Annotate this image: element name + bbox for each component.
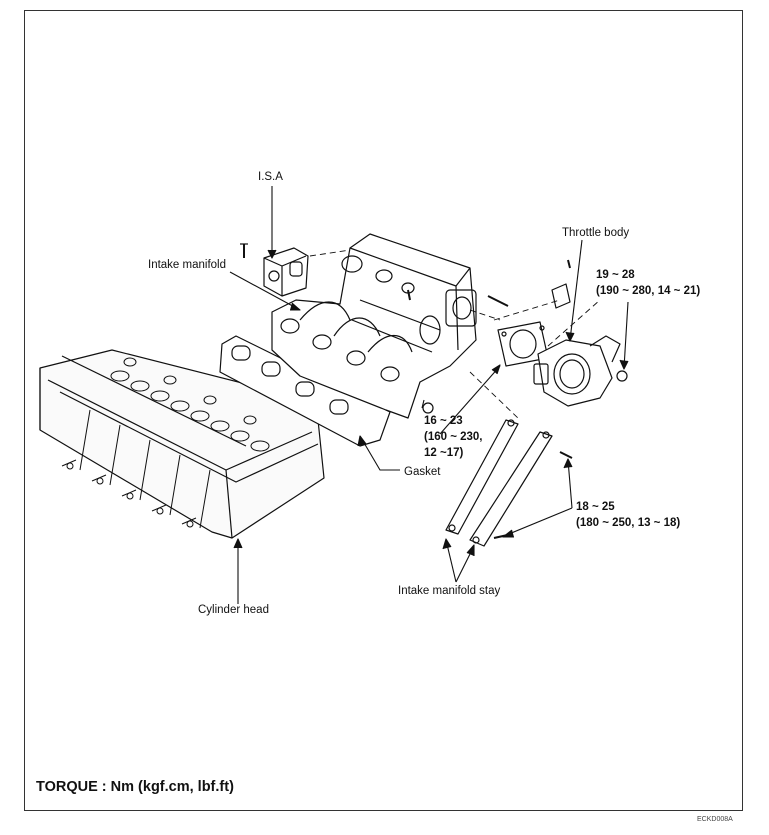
intake-manifold-drawing [271, 233, 509, 419]
manifold-nut-torque-nm: 16 ~ 23 [424, 415, 463, 427]
throttle-bolt-torque-alt: (190 ~ 280, 14 ~ 21) [596, 285, 701, 297]
leader-lines [229, 186, 629, 604]
diagram-frame [24, 10, 743, 811]
isa-drawing [240, 243, 309, 297]
manifold-nut-torque-alt-1: (160 ~ 230, [424, 431, 483, 443]
throttle-bolt-torque-nm: 19 ~ 28 [596, 269, 635, 281]
assembly-lines [309, 249, 601, 421]
cylinder-head-label: Cylinder head [198, 604, 269, 616]
intake-manifold-label: Intake manifold [148, 259, 226, 271]
gasket-label: Gasket [404, 466, 441, 478]
throttle-body-drawing [533, 259, 621, 407]
manifold-nut-torque-alt-2: 12 ~17) [424, 447, 464, 459]
stay-bolt-torque-nm: 18 ~ 25 [576, 501, 615, 513]
torque-units-legend: TORQUE : Nm (kgf.cm, lbf.ft) [36, 779, 234, 795]
gasket-drawing [219, 335, 391, 447]
manifold-stays-drawing [445, 419, 573, 547]
figure-code: ECKD008A [697, 816, 733, 823]
cylinder-head-drawing [39, 349, 325, 539]
stay-bolt-torque-alt: (180 ~ 250, 13 ~ 18) [576, 517, 681, 529]
fasteners [422, 370, 628, 414]
throttle-body-label: Throttle body [562, 227, 630, 239]
intake-manifold-stay-label: Intake manifold stay [398, 585, 501, 597]
isa-label: I.S.A [258, 171, 283, 183]
